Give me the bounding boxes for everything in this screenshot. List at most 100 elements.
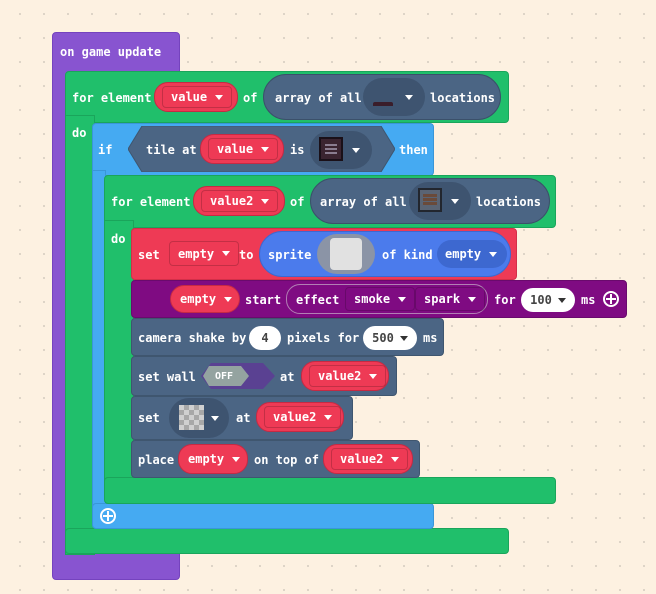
variable-name: empty <box>180 292 217 306</box>
variable-empty-reporter[interactable]: empty <box>170 285 240 313</box>
expand-plus-icon[interactable] <box>603 291 619 307</box>
tile-picker-dropdown[interactable] <box>310 131 372 169</box>
particle-type-dropdown[interactable]: spark <box>415 287 486 311</box>
variable-value-dropdown[interactable]: value <box>208 138 279 160</box>
inner-for-loop-bottom <box>104 477 556 504</box>
inner-for-loop-body-rail <box>104 220 134 490</box>
effect-label: effect <box>296 293 340 307</box>
chevron-down-icon <box>557 297 566 303</box>
chevron-down-icon <box>399 335 408 341</box>
location-value2-reporter[interactable]: value2 <box>301 361 389 391</box>
blank-image-icon <box>330 238 362 270</box>
tile-at-label: tile at <box>146 143 197 157</box>
variable-name: value <box>171 90 208 104</box>
chevron-down-icon <box>398 296 407 302</box>
of-label: of <box>290 195 305 209</box>
variable-value-reporter[interactable]: value <box>200 134 284 164</box>
chevron-down-icon <box>391 456 400 462</box>
variable-value2-dropdown[interactable]: value2 <box>201 190 279 212</box>
dark-brick-wall-tile-icon <box>319 137 343 161</box>
chevron-down-icon <box>468 296 477 302</box>
effect-type-dropdown[interactable]: smoke <box>345 287 416 311</box>
wall-toggle[interactable] <box>201 363 275 389</box>
shake-duration-value: 500 <box>372 331 394 345</box>
outer-for-loop-body-rail <box>65 115 95 555</box>
at-label: at <box>280 370 295 384</box>
chevron-down-icon <box>405 95 413 100</box>
locations-label: locations <box>476 195 542 209</box>
location-value2-reporter[interactable]: value2 <box>256 402 344 432</box>
variable-name: value <box>217 142 254 156</box>
ms-label: ms <box>423 331 438 345</box>
chevron-down-icon <box>369 373 378 379</box>
place-label: place <box>138 453 175 467</box>
transparent-tile-icon <box>373 102 393 106</box>
image-picker[interactable] <box>317 234 375 274</box>
kind-dropdown[interactable]: empty <box>437 240 507 268</box>
chevron-down-icon <box>224 296 233 302</box>
effect-name: smoke <box>354 292 391 306</box>
chevron-down-icon <box>324 414 333 420</box>
toggle-state-label: OFF <box>215 371 234 382</box>
chevron-down-icon <box>261 146 270 152</box>
chevron-down-icon <box>215 94 224 100</box>
then-label: then <box>399 143 428 157</box>
effect-block[interactable] <box>286 284 488 314</box>
shake-amount-value: 4 <box>261 331 269 345</box>
variable-value-dropdown[interactable]: value <box>162 86 233 108</box>
sprite-empty-reporter[interactable]: empty <box>178 444 248 474</box>
is-label: is <box>290 143 305 157</box>
for-label: for <box>494 293 516 307</box>
set-wall-label: set wall <box>138 370 196 384</box>
variable-name: value2 <box>210 194 254 208</box>
transparent-tile-icon <box>179 405 204 430</box>
variable-name: value2 <box>273 410 317 424</box>
location-value2-dropdown[interactable]: value2 <box>309 365 387 387</box>
chevron-down-icon <box>232 456 241 462</box>
variable-value-reporter[interactable]: value <box>154 82 238 112</box>
array-of-all-label: array of all <box>320 195 407 209</box>
chevron-down-icon <box>222 251 231 256</box>
shake-amount-input[interactable]: 4 <box>249 326 281 350</box>
to-label: to <box>239 248 254 262</box>
variable-empty-dropdown[interactable]: empty <box>169 241 240 266</box>
at-label: at <box>236 411 251 425</box>
tile-picker-dropdown[interactable] <box>169 398 229 438</box>
chevron-down-icon <box>261 198 270 204</box>
if-label: if <box>98 143 113 157</box>
camera-shake-label: camera shake by <box>138 331 247 345</box>
particle-name: spark <box>424 292 461 306</box>
start-label: start <box>245 293 282 307</box>
outer-for-loop-bottom <box>65 528 509 554</box>
of-label: of <box>243 91 258 105</box>
set-label: set <box>138 411 160 425</box>
event-label: on game update <box>60 45 162 59</box>
kind-name: empty <box>445 247 482 261</box>
duration-value: 100 <box>530 293 552 307</box>
chevron-down-icon <box>352 148 360 153</box>
locations-label: locations <box>430 91 496 105</box>
set-tile-block[interactable] <box>131 396 353 440</box>
tile-picker-dropdown[interactable] <box>363 78 425 116</box>
for-element-label: for element <box>111 195 191 209</box>
variable-name: value2 <box>318 369 362 383</box>
variable-value2-reporter[interactable]: value2 <box>193 186 285 216</box>
tile-picker-dropdown[interactable] <box>409 182 471 220</box>
grey-wall-tile-icon <box>418 188 442 212</box>
add-else-plus-icon[interactable] <box>100 508 116 524</box>
set-label: set <box>138 248 160 262</box>
if-bottom <box>92 503 434 529</box>
location-value2-reporter[interactable]: value2 <box>323 444 413 474</box>
of-kind-label: of kind <box>382 248 433 262</box>
duration-dropdown[interactable]: 100 <box>521 288 575 312</box>
variable-name: value2 <box>340 452 384 466</box>
for-element-label: for element <box>72 91 152 105</box>
location-value2-dropdown[interactable]: value2 <box>331 448 409 470</box>
location-value2-dropdown[interactable]: value2 <box>264 406 342 428</box>
chevron-down-icon <box>489 251 498 257</box>
pixels-for-label: pixels for <box>287 331 360 345</box>
variable-name: empty <box>178 246 215 261</box>
do-label: do <box>111 232 126 246</box>
chevron-down-icon <box>451 199 459 204</box>
shake-duration-dropdown[interactable]: 500 <box>363 326 417 350</box>
